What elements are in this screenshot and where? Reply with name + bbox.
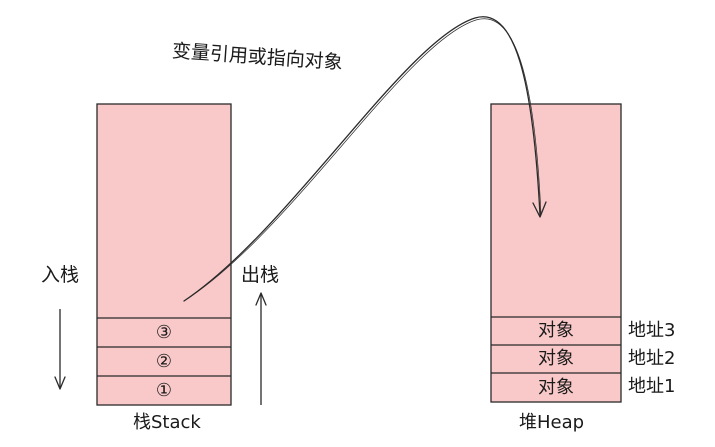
heap-box (490, 103, 622, 403)
stack-caption: 栈Stack (133, 412, 201, 433)
stack-slot-1: ① (155, 379, 173, 401)
heap-address-1: 地址1 (628, 376, 676, 397)
stack-slot-3: ③ (155, 321, 173, 343)
pop-label: 出栈 (241, 264, 280, 286)
reference-arrow (183, 16, 547, 302)
heap-address-3: 地址3 (628, 320, 676, 341)
pop-arrow (255, 292, 267, 405)
heap-caption: 堆Heap (519, 412, 585, 433)
heap-slot-2: 对象 (538, 348, 574, 369)
stack-slot-2: ② (155, 350, 173, 372)
push-label: 入栈 (41, 264, 80, 286)
stack-box (96, 103, 232, 406)
heap-slot-3: 对象 (538, 320, 574, 341)
heap-slot-1: 对象 (538, 376, 574, 398)
heap-address-2: 地址2 (628, 348, 676, 369)
push-arrow (54, 309, 66, 390)
